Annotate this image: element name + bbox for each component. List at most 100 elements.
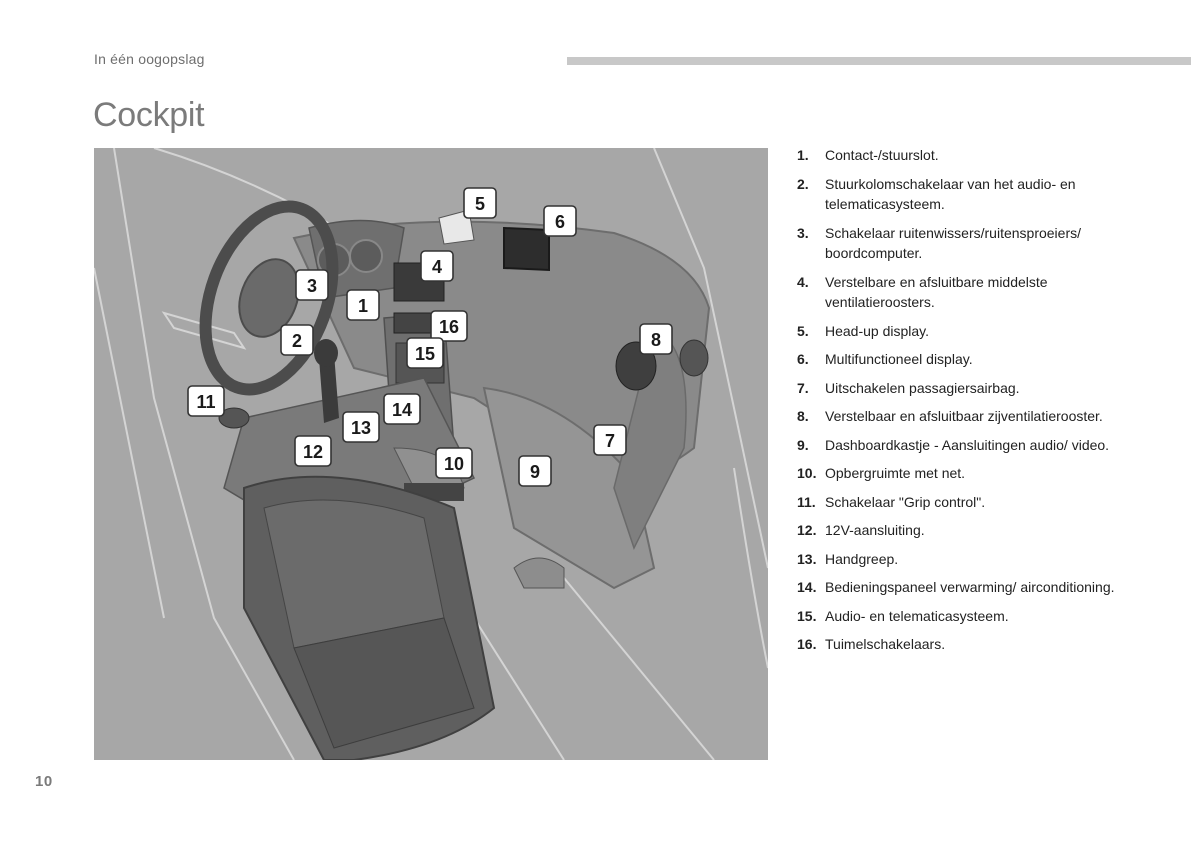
legend-number: 12. <box>797 522 817 538</box>
legend-number: 15. <box>797 607 817 624</box>
svg-text:15: 15 <box>415 344 435 364</box>
svg-text:11: 11 <box>196 392 215 412</box>
legend-text: Uitschakelen passagiersairbag. <box>825 379 1020 396</box>
legend-item: 7. Uitschakelen passagiersairbag. <box>797 378 1127 399</box>
door-outline-left <box>94 267 165 619</box>
legend-text: Stuurkolomschakelaar van het audio- en t… <box>825 175 1076 213</box>
callout-2: 2 <box>280 324 314 356</box>
svg-text:13: 13 <box>351 418 371 438</box>
glovebox-connectors-icon <box>513 557 565 589</box>
svg-text:2: 2 <box>292 331 302 351</box>
steering-wheel-hub <box>238 258 300 338</box>
legend-number: 4. <box>797 273 809 290</box>
svg-text:6: 6 <box>555 212 565 232</box>
svg-text:8: 8 <box>651 330 661 350</box>
legend-item: 4. Verstelbare en afsluitbare middelste v… <box>797 272 1127 313</box>
legend-item: 11. Schakelaar "Grip control". <box>797 492 1127 513</box>
legend-item: 3. Schakelaar ruitenwissers/ruitensproeie… <box>797 223 1127 264</box>
legend-number: 13. <box>797 550 817 567</box>
legend-text: Contact-/stuurslot. <box>825 147 939 163</box>
legend-number: 11. <box>797 493 816 510</box>
svg-text:10: 10 <box>444 454 464 474</box>
legend-item: 13. Handgreep. <box>797 549 1127 570</box>
callout-3: 3 <box>295 269 329 301</box>
legend-text: Opbergruimte met net. <box>825 465 966 481</box>
seat-base <box>293 617 475 749</box>
a-pillar-outline-left <box>113 148 295 760</box>
legend-item: 15. Audio- en telematicasysteem. <box>797 606 1127 627</box>
page-number: 10 <box>35 773 53 790</box>
legend-text: Verstelbare en afsluitbare middelste ven… <box>825 273 1048 311</box>
legend-number: 9. <box>797 436 809 453</box>
callout-15: 15 <box>406 337 444 369</box>
legend-item: 6. Multifunctioneel display. <box>797 349 1127 370</box>
legend-number: 16. <box>797 636 817 652</box>
legend-text: Audio- en telematicasysteem. <box>825 607 1009 624</box>
svg-text:14: 14 <box>392 400 412 420</box>
legend-number: 8. <box>797 408 809 424</box>
callout-16: 16 <box>430 310 468 342</box>
floor-outline <box>473 617 565 760</box>
head-up-display-icon <box>438 209 475 245</box>
legend-number: 1. <box>797 147 809 163</box>
legend-list: 1. Contact-/stuurslot. 2. Stuurkolomschake… <box>797 145 1127 663</box>
legend-item: 12. 12V-aansluiting. <box>797 520 1127 541</box>
legend-text: Schakelaar "Grip control". <box>825 493 986 510</box>
legend-item: 16. Tuimelschakelaars. <box>797 634 1127 655</box>
callout-5: 5 <box>463 187 497 219</box>
svg-text:1: 1 <box>358 296 368 316</box>
legend-item: 8. Verstelbaar en afsluitbaar zijventilat… <box>797 406 1127 427</box>
svg-text:5: 5 <box>475 194 485 214</box>
legend-item: 1. Contact-/stuurslot. <box>797 145 1127 166</box>
side-vent-outer-icon <box>679 339 709 377</box>
callout-9: 9 <box>518 455 552 487</box>
seat-cushion <box>263 499 445 649</box>
cockpit-illustration: 5 6 4 3 1 16 2 15 8 11 14 13 7 12 10 9 <box>94 148 768 760</box>
door-outline-right <box>733 467 768 669</box>
callout-12: 12 <box>294 435 332 467</box>
glovebox-panel <box>482 386 656 590</box>
legend-text: Head-up display. <box>825 322 930 339</box>
page-title: Cockpit <box>93 96 205 134</box>
callout-14: 14 <box>383 393 421 425</box>
legend-item: 10. Opbergruimte met net. <box>797 463 1127 484</box>
legend-number: 6. <box>797 351 809 367</box>
gear-lever-icon <box>319 353 339 423</box>
steering-wheel <box>199 200 339 396</box>
legend-text: Dashboardkastje - Aansluitingen audio/ v… <box>825 436 1110 453</box>
legend-number: 2. <box>797 175 809 192</box>
callout-6: 6 <box>543 205 577 237</box>
callout-11: 11 <box>187 385 225 417</box>
legend-number: 7. <box>797 379 809 396</box>
gear-knob-icon <box>314 339 338 367</box>
svg-text:9: 9 <box>530 462 540 482</box>
legend-text: Tuimelschakelaars. <box>825 636 946 652</box>
callout-8: 8 <box>639 323 673 355</box>
floor-outline-right <box>563 577 715 760</box>
legend-item: 5. Head-up display. <box>797 321 1127 342</box>
legend-item: 14. Bedieningspaneel verwarming/ aircondi… <box>797 577 1127 598</box>
grip-control-knob-icon <box>218 407 250 429</box>
svg-text:16: 16 <box>439 317 459 337</box>
legend-number: 10. <box>797 465 817 481</box>
header-divider-bar <box>567 57 1191 65</box>
callout-1: 1 <box>346 289 380 321</box>
cockpit-drawing: 5 6 4 3 1 16 2 15 8 11 14 13 7 12 10 9 <box>94 148 768 760</box>
legend-number: 14. <box>797 579 817 595</box>
legend-text: Bedieningspaneel verwarming/ airconditio… <box>825 579 1115 595</box>
svg-text:3: 3 <box>307 276 317 296</box>
gauge-right-icon <box>349 239 383 273</box>
callout-7: 7 <box>593 424 627 456</box>
multifunction-display-icon <box>503 226 550 272</box>
svg-text:4: 4 <box>432 257 442 277</box>
legend-item: 9. Dashboardkastje - Aansluitingen audio/… <box>797 435 1127 456</box>
legend-text: Handgreep. <box>825 550 899 567</box>
legend-text: 12V-aansluiting. <box>825 522 925 538</box>
legend-number: 3. <box>797 224 809 241</box>
callout-13: 13 <box>342 411 380 443</box>
legend-text: Multifunctioneel display. <box>825 351 973 367</box>
section-label: In één oogopslag <box>94 51 205 67</box>
legend-text: Verstelbaar en afsluitbaar zijventilatie… <box>825 408 1103 424</box>
legend-text: Schakelaar ruitenwissers/ruitensproeiers… <box>825 224 1081 262</box>
legend-number: 5. <box>797 322 809 339</box>
